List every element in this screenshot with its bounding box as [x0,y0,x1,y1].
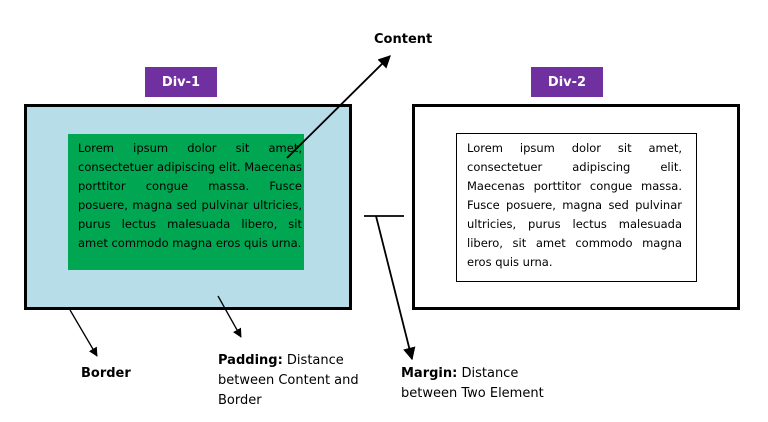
margin-desc-1: Distance [461,366,519,381]
div2-tag-label: Div-2 [547,74,587,90]
div1-tag-label: Div-1 [161,74,201,90]
border-arrow [69,309,98,357]
margin-label: Margin: Distance between Two Element [401,364,581,404]
div1-tag: Div-1 [145,67,217,97]
content-label: Content [374,32,433,47]
margin-desc-2: between Two Element [401,386,544,401]
div2-box [412,104,740,310]
padding-desc-3: Border [218,393,262,408]
content-arrow [286,55,391,159]
border-label: Border [81,366,131,381]
padding-label: Padding: Distance between Content and Bo… [218,351,378,411]
padding-title: Padding: [218,353,283,368]
div2-content: Lorem ipsum dolor sit amet, consectetuer… [456,133,697,282]
margin-title: Margin: [401,366,458,381]
padding-desc-2: between Content and [218,373,359,388]
padding-arrow [217,295,242,338]
div2-tag: Div-2 [531,67,603,97]
margin-arrow [375,215,416,361]
div1-content: Lorem ipsum dolor sit amet, consectetuer… [68,134,304,270]
padding-desc-1: Distance [286,353,344,368]
